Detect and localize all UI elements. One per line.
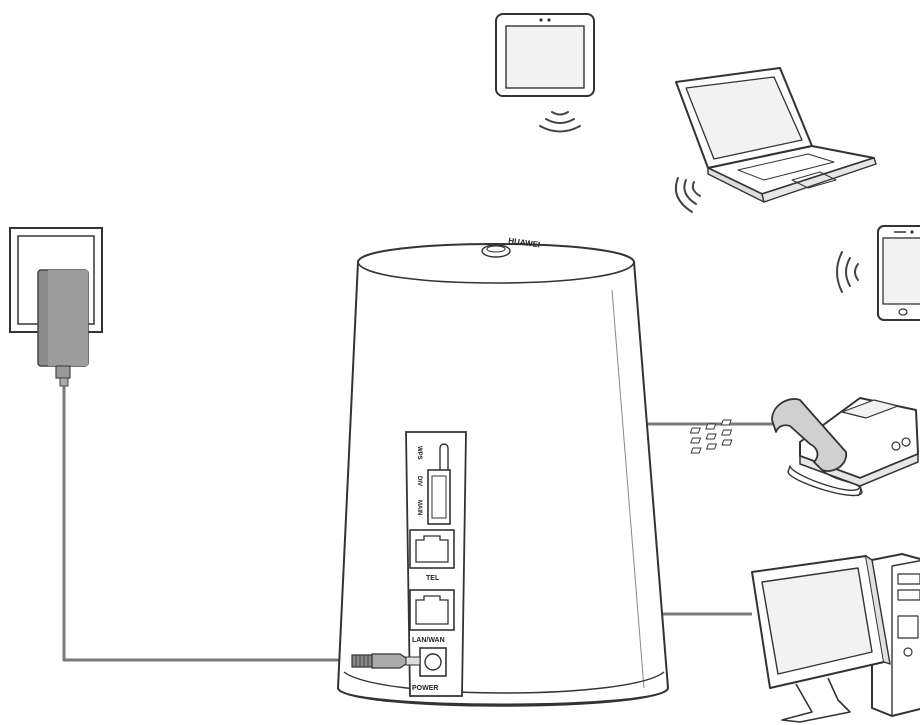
smartphone xyxy=(877,225,920,321)
lan-wan-port xyxy=(409,589,455,631)
power-plug xyxy=(351,653,421,669)
wifi-signal-phone xyxy=(836,251,859,293)
router-body xyxy=(336,243,670,706)
telephone xyxy=(689,397,919,497)
wps-label: WPS xyxy=(416,446,422,460)
tel-label: TEL xyxy=(426,575,440,582)
telephone-handset xyxy=(771,398,847,472)
laptop xyxy=(675,67,877,203)
top-button xyxy=(481,244,511,258)
power-adapter xyxy=(9,227,103,387)
tablet xyxy=(495,13,595,97)
wifi-signal-tablet xyxy=(539,111,581,133)
power-label: POWER xyxy=(412,685,438,692)
main-label: MAIN xyxy=(416,500,422,515)
antenna-ports xyxy=(427,469,451,525)
tel-port xyxy=(409,529,455,569)
router-logo: HUAWEI xyxy=(508,236,541,249)
div-label: DIV xyxy=(416,476,422,486)
lan-wan-label: LAN/WAN xyxy=(412,637,445,644)
router: HUAWEI WPS DIV MAIN TEL LAN/WAN POWER xyxy=(336,236,670,707)
wifi-signal-laptop xyxy=(674,177,701,213)
power-cable xyxy=(62,385,352,662)
desktop-computer xyxy=(751,553,920,723)
